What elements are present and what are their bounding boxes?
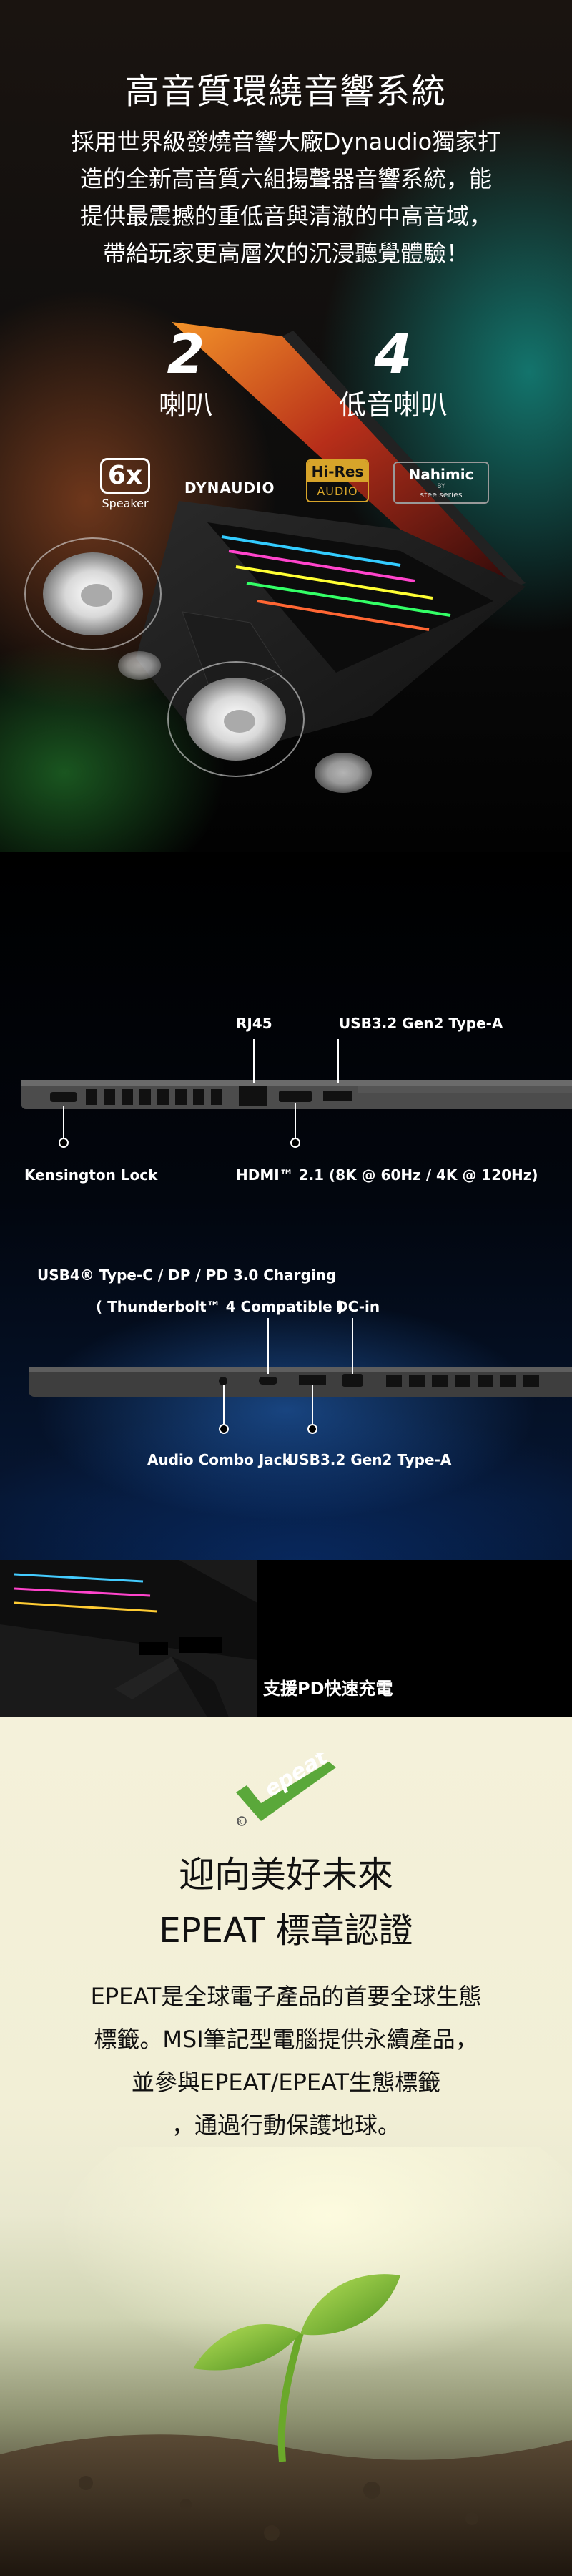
woofer-count: 4 — [374, 322, 413, 386]
usb4-label: USB4® Type-C / DP / PD 3.0 Charging — [37, 1267, 337, 1284]
dc-in-leader — [352, 1318, 353, 1374]
hdmi-leader — [295, 1103, 296, 1142]
usb-a-port-bottom — [299, 1375, 326, 1385]
hires-audio-logo: Hi-Res AUDIO — [306, 459, 369, 502]
audio-text: AUDIO — [317, 484, 358, 498]
audio-description-line: 採用世界級發燒音響大廠Dynaudio獨家打 — [71, 128, 501, 155]
steelseries-text: steelseries — [420, 490, 463, 499]
speaker-illustration — [24, 537, 372, 793]
tweeter-count: 2 — [167, 322, 205, 386]
dc-in-label: DC-in — [336, 1298, 380, 1315]
audio-description-line: 提供最震撼的重低音與清澈的中高音域， — [79, 203, 492, 230]
laptop-illustration — [24, 322, 526, 793]
epeat-description-line: ，通過行動保護地球。 — [171, 2112, 400, 2139]
epeat-description-line: 並參與EPEAT/EPEAT生態標籤 — [131, 2069, 441, 2096]
usb-a-bottom-dot — [307, 1424, 317, 1434]
ports-section: RJ45 USB3.2 Gen2 Type-A Kensington Lock … — [0, 852, 572, 1717]
rj45-leader — [253, 1039, 255, 1083]
laptop-side-right — [21, 1080, 572, 1109]
kensington-leader — [63, 1106, 64, 1141]
kensington-label: Kensington Lock — [24, 1166, 158, 1184]
hdmi-port — [279, 1091, 312, 1102]
rj45-label: RJ45 — [236, 1015, 272, 1032]
sprout-illustration — [0, 2147, 572, 2576]
audio-jack-leader — [223, 1385, 225, 1429]
hdmi-dot — [290, 1138, 300, 1148]
woofer-label: 低音喇叭 — [338, 389, 448, 421]
nahimic-text: Nahimic — [408, 466, 474, 483]
usb-a-top-label: USB3.2 Gen2 Type-A — [339, 1015, 503, 1032]
epeat-description-line: EPEAT是全球電子產品的首要全球生態 — [90, 1983, 482, 2010]
nahimic-logo: Nahimic BY steelseries — [393, 462, 489, 504]
hdmi-label: HDMI™ 2.1 (8K @ 60Hz / 4K @ 120Hz) — [236, 1166, 538, 1184]
usb-a-port-top — [323, 1091, 352, 1101]
audio-section: 高音質環繞音響系統 採用世界級發燒音響大廠Dynaudio獨家打 造的全新高音質… — [0, 0, 572, 852]
tweeter-label: 喇叭 — [158, 389, 213, 421]
pd-charging-caption: 支援PD快速充電 — [263, 1679, 393, 1699]
six-x-badge: 6x — [99, 458, 151, 494]
six-speaker-logo: 6x Speaker — [86, 458, 164, 510]
audio-description: 採用世界級發燒音響大廠Dynaudio獨家打 造的全新高音質六組揚聲器音響系統，… — [29, 123, 543, 272]
usb-a-bottom-label: USB3.2 Gen2 Type-A — [287, 1451, 452, 1468]
thunderbolt-label: ( Thunderbolt™ 4 Compatible ) — [96, 1298, 344, 1315]
rgb-keyboard — [207, 522, 493, 673]
audio-description-line: 帶給玩家更高層次的沉浸聽覺體驗！ — [102, 240, 469, 267]
kensington-dot — [59, 1138, 69, 1148]
usb-a-bottom-leader — [312, 1385, 313, 1429]
audio-jack-label: Audio Combo Jack — [147, 1451, 292, 1468]
dc-in-port — [342, 1374, 363, 1387]
epeat-description: EPEAT是全球電子產品的首要全球生態 標籤。MSI筆記型電腦提供永續產品， 並… — [29, 1975, 543, 2147]
svg-text:R: R — [237, 1819, 242, 1826]
checkmark-icon — [236, 1762, 336, 1821]
usb-a-top-leader — [337, 1039, 339, 1083]
audio-jack-dot — [219, 1424, 229, 1434]
usb4-leader — [267, 1318, 269, 1374]
rj45-port — [239, 1086, 267, 1106]
pd-charging-closeup — [0, 1560, 572, 1717]
dynaudio-logo: DYNAUDIO — [184, 479, 275, 497]
nahimic-by-text: BY — [437, 483, 445, 490]
epeat-title-line2: EPEAT 標章認證 — [159, 1911, 413, 1951]
epeat-logo: R epeat — [236, 1753, 336, 1826]
laptop-side-left — [29, 1367, 572, 1397]
hires-text: Hi-Res — [307, 461, 368, 482]
epeat-section: R epeat 迎向美好未來 EPEAT 標章認證 EPEAT是全球電子產品的首… — [0, 1717, 572, 2576]
audio-title: 高音質環繞音響系統 — [124, 72, 447, 112]
audio-jack-port — [219, 1377, 227, 1385]
epeat-title-line1: 迎向美好未來 — [179, 1854, 393, 1896]
usb-c-port — [259, 1377, 277, 1385]
epeat-description-line: 標籤。MSI筆記型電腦提供永續產品， — [94, 2026, 478, 2053]
speaker-text: Speaker — [102, 497, 149, 510]
audio-description-line: 造的全新高音質六組揚聲器音響系統，能 — [79, 165, 492, 192]
